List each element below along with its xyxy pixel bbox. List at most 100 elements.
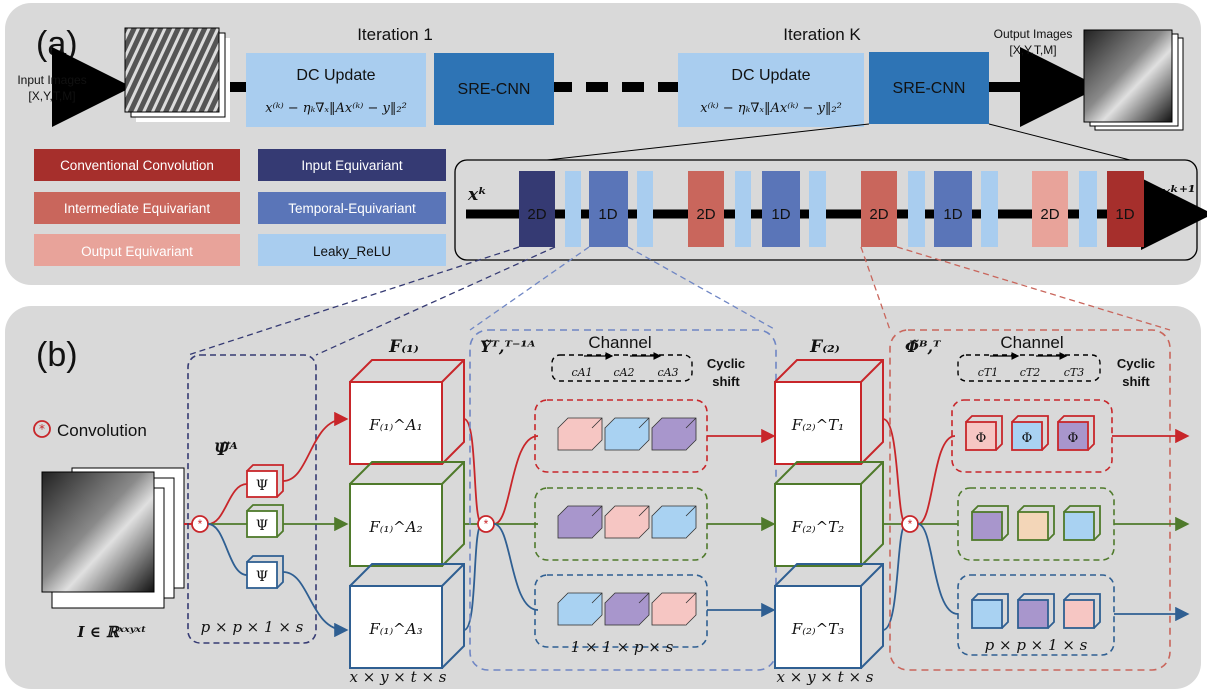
dc-formula-k: x⁽ᵏ⁾ − ηₖ∇ₓ‖Ax⁽ᵏ⁾ − y‖₂² (700, 101, 842, 116)
c-a3-label: cA3 (657, 366, 678, 379)
psi-title: Ψ̃ᴬ (214, 440, 238, 460)
legend-intermediate-swatch (34, 192, 240, 224)
relu-block (1079, 171, 1097, 247)
svg-text:F₍₂₎^T₃: F₍₂₎^T₃ (791, 620, 844, 638)
temporal-kernels-row-3 (557, 592, 697, 626)
iteration-1-label: Iteration 1 (357, 25, 433, 44)
block-label: 2D (1040, 206, 1059, 223)
block-1d-temporal (934, 171, 972, 247)
x-k1-label: xᵏ⁺¹ (1159, 183, 1195, 203)
legend-input-eq-label: Input Equivariant (301, 158, 403, 173)
zoom-line-right (988, 123, 1131, 161)
c-t3-label: cT3 (1064, 366, 1085, 379)
upsilon-title: Υ̃ᵀ,ᵀ⁻¹ᴬ (480, 337, 535, 356)
panel-b-background (5, 306, 1201, 689)
phi-kernel-group (889, 329, 1171, 671)
layer-blocks: 2D 1D 2D 1D 2D 1D 2D 1D (519, 171, 1144, 247)
output-image-stack (1083, 29, 1184, 131)
legend-relu-label: Leaky_ReLU (313, 244, 391, 259)
f1-size: x × y × t × s (350, 668, 447, 686)
temporal-kernels-row-1 (557, 417, 697, 451)
f1-cube-a1: F₍₁₎^A₁ (349, 359, 465, 465)
legend-temporal-swatch (258, 192, 446, 224)
cyclic-shift-loop-1 (551, 354, 693, 382)
svg-text:F₍₂₎^T₂: F₍₂₎^T₂ (791, 518, 844, 536)
dc-formula-1: x⁽ᵏ⁾ − ηₖ∇ₓ‖Ax⁽ᵏ⁾ − y‖₂² (265, 101, 407, 116)
svg-text:F₍₁₎^A₁: F₍₁₎^A₁ (368, 416, 422, 434)
block-1d-temporal (589, 171, 628, 247)
convolution-legend-label: Convolution (57, 421, 147, 440)
sre-cnn-box-k (869, 52, 989, 124)
connector-input-eq (187, 246, 520, 356)
block-1d-temporal (762, 171, 800, 247)
f2-title: F₍₂₎ (809, 337, 840, 357)
svg-text:*: * (908, 517, 913, 531)
panel-b-label: (b) (36, 336, 78, 374)
connector-input-eq (315, 246, 556, 356)
phi-kernels-row-3 (971, 593, 1101, 629)
block-label: 1D (943, 206, 962, 223)
relu-block (565, 171, 581, 247)
convolution-legend: * Convolution (33, 420, 147, 440)
panel-a-label: (a) (36, 25, 78, 63)
c-t2-label: cT2 (1020, 366, 1041, 379)
block-label: 1D (1115, 206, 1134, 223)
svg-text:Ψ: Ψ (256, 518, 268, 534)
phi-kernels-row-1: Φ Φ Φ (965, 415, 1095, 451)
legend: Conventional Convolution Input Equivaria… (34, 149, 446, 266)
input-images-dims: [X,Y,T,M] (28, 89, 75, 103)
legend-conventional-label: Conventional Convolution (60, 158, 214, 173)
relu-block (735, 171, 751, 247)
input-images-label: Input Images (17, 73, 86, 87)
relu-block (981, 171, 998, 247)
output-images-label: Output Images (994, 27, 1073, 41)
block-2d-input (519, 171, 555, 247)
input-mri-stack (41, 467, 185, 609)
convolution-icon (33, 420, 51, 438)
svg-text:Ψ: Ψ (256, 569, 268, 585)
relu-block (908, 171, 925, 247)
block-2d-intermediate (688, 171, 724, 247)
cyclic-shift-loop-2 (957, 354, 1101, 382)
svg-text:*: * (484, 517, 489, 531)
svg-text:Φ: Φ (1022, 431, 1033, 446)
svg-text:Φ: Φ (1068, 431, 1079, 446)
block-label: 2D (696, 206, 715, 223)
shift-label-1: shift (712, 374, 740, 389)
svg-text:F₍₂₎^T₁: F₍₂₎^T₁ (791, 416, 844, 434)
svg-text:Ψ: Ψ (256, 478, 268, 494)
legend-relu-swatch (258, 234, 446, 266)
f1-cube-a2: F₍₁₎^A₂ (349, 461, 465, 567)
block-label: 1D (598, 206, 617, 223)
iteration-k-label: Iteration K (783, 25, 861, 44)
sre-cnn-label-1: SRE-CNN (458, 81, 531, 98)
dc-update-label-1: DC Update (296, 67, 375, 84)
legend-input-eq-swatch (258, 149, 446, 181)
f2-cube-t3: F₍₂₎^T₃ (774, 563, 884, 669)
cyclic-label-2: Cyclic (1117, 356, 1155, 371)
psi-size: p × p × 1 × s (201, 618, 304, 636)
f2-size: x × y × t × s (777, 668, 874, 686)
legend-output-label: Output Equivariant (81, 244, 193, 259)
channel-group-blue-2 (957, 574, 1115, 656)
svg-text:*: * (39, 422, 45, 436)
input-formula: I ∈ ℝˣˣʸˣᵗ (77, 623, 147, 641)
block-2d-intermediate (861, 171, 897, 247)
cyclic-label-1: Cyclic (707, 356, 745, 371)
block-1d-conventional (1107, 171, 1144, 247)
sre-cnn-box-1 (434, 53, 554, 125)
f1-cube-a3: F₍₁₎^A₃ (349, 563, 465, 669)
channel-label-1: Channel (588, 333, 651, 352)
c-a1-label: cA1 (571, 366, 592, 379)
zoom-line-left (546, 123, 870, 161)
input-image-stack (124, 27, 230, 122)
psi-kernel-red: Ψ (246, 464, 284, 498)
dc-update-label-k: DC Update (731, 67, 810, 84)
svg-text:F₍₁₎^A₃: F₍₁₎^A₃ (368, 620, 422, 638)
f1-title: F₍₁₎ (388, 337, 419, 357)
svg-text:Φ: Φ (976, 431, 987, 446)
f2-cube-t1: F₍₂₎^T₁ (774, 359, 884, 465)
relu-block (809, 171, 826, 247)
temporal-kernels-row-2 (557, 505, 697, 539)
